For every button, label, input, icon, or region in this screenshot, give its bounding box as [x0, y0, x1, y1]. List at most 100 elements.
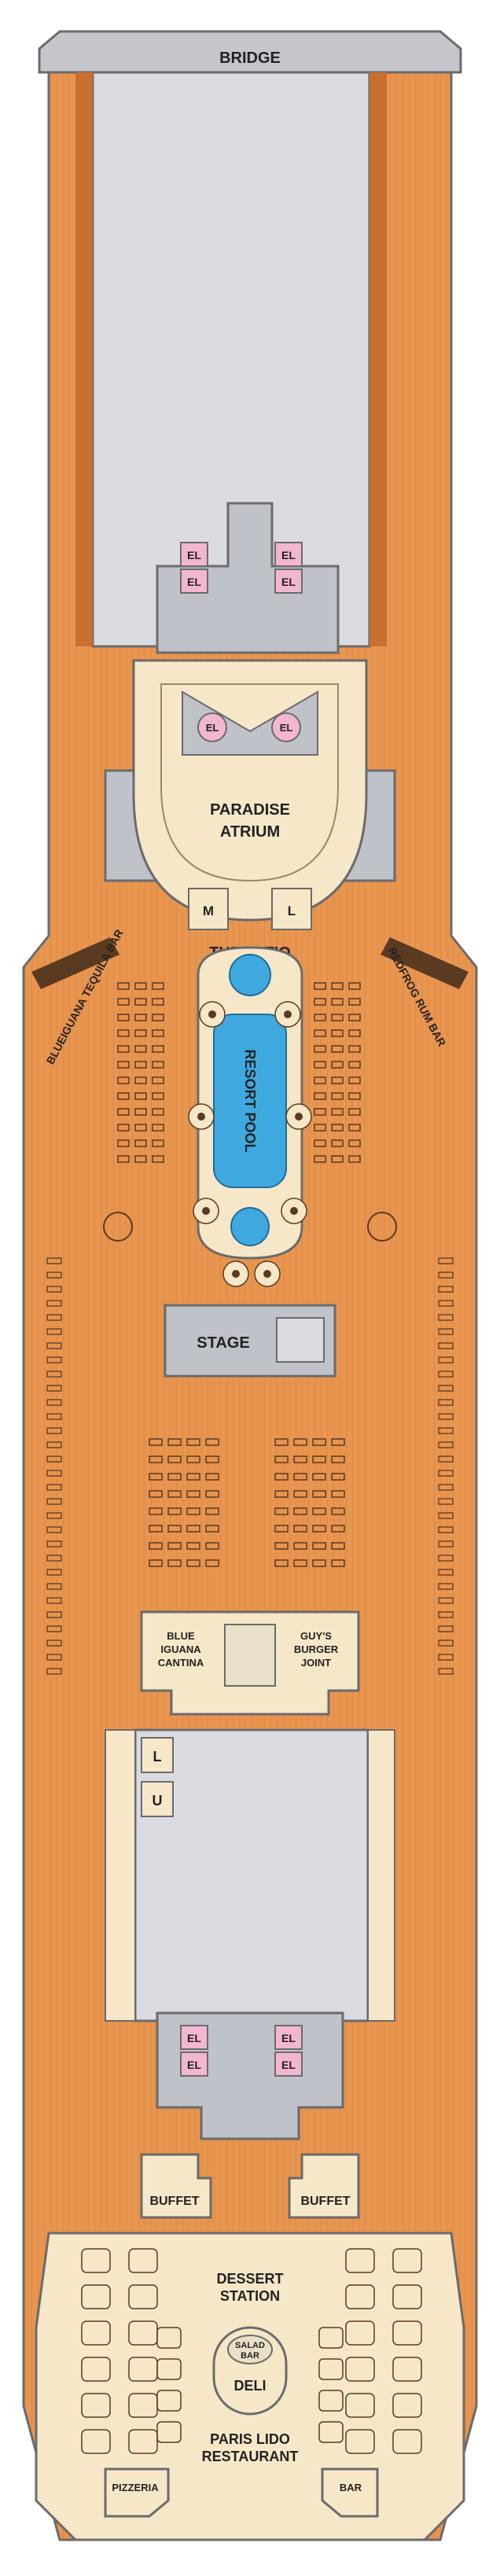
lounger — [331, 982, 344, 990]
lounger — [46, 1413, 62, 1420]
lounger — [117, 1139, 130, 1147]
lounger — [152, 1108, 164, 1116]
lounger — [46, 1555, 62, 1562]
lounger — [149, 1455, 163, 1463]
palm-tree-icon — [208, 1010, 216, 1018]
pizzeria-label: PIZZERIA — [112, 2482, 159, 2493]
dining-table — [318, 2327, 344, 2349]
aft-elevator-bank: EL EL EL EL — [156, 2011, 344, 2140]
lounger — [331, 1525, 345, 1533]
lounger — [438, 1271, 454, 1279]
dining-table — [128, 2284, 158, 2309]
lounger — [46, 1300, 62, 1307]
lounger — [312, 1525, 326, 1533]
lounger — [274, 1542, 289, 1550]
resort-pool-label: RESORT POOL — [242, 1049, 258, 1152]
lounger — [314, 1045, 326, 1053]
lounger — [314, 1124, 326, 1132]
patio-restrooms: M L — [188, 888, 312, 930]
lounger — [134, 1045, 147, 1053]
lounger — [348, 1108, 361, 1116]
dining-table — [156, 2421, 182, 2443]
lounger — [438, 1342, 454, 1349]
lounger — [438, 1470, 454, 1477]
lounger — [46, 1441, 62, 1448]
lounger — [134, 998, 147, 1006]
palm-tree-icon — [197, 1113, 205, 1121]
lounger — [331, 1139, 344, 1147]
elevator-label: EL — [187, 2032, 201, 2044]
lounger — [331, 1045, 344, 1053]
lounger — [117, 1045, 130, 1053]
lounger — [167, 1507, 182, 1515]
dining-table — [345, 2393, 375, 2418]
aft-bar: BAR — [321, 2467, 379, 2518]
dining-table — [81, 2248, 111, 2273]
lounger — [438, 1257, 454, 1264]
lounger — [331, 1108, 344, 1116]
lounger — [46, 1314, 62, 1321]
lounger — [438, 1526, 454, 1533]
food-stands: BLUE IGUANA CANTINA GUY'S BURGER JOINT — [140, 1610, 360, 1716]
lounger — [149, 1525, 163, 1533]
lounger — [46, 1498, 62, 1505]
lounger — [331, 1542, 345, 1550]
dessert-station-label-2: STATION — [220, 2288, 280, 2304]
lounger — [331, 1438, 345, 1446]
lounger — [438, 1498, 454, 1505]
lounger — [46, 1427, 62, 1434]
atrium-elevator-label: EL — [280, 722, 293, 734]
lounger — [205, 1455, 219, 1463]
lounger — [152, 1076, 164, 1084]
lounger — [314, 1061, 326, 1069]
lounger — [186, 1542, 200, 1550]
elevator-label: EL — [281, 576, 296, 588]
lounger — [312, 1473, 326, 1481]
lounger — [293, 1473, 307, 1481]
elevator-label: EL — [281, 2059, 296, 2071]
guys-burger-label-1: GUY'S — [300, 1630, 332, 1642]
lounger — [314, 998, 326, 1006]
lounger — [314, 1076, 326, 1084]
lounger — [293, 1559, 307, 1567]
aft-interior: L U — [105, 1728, 395, 2022]
lounger — [167, 1455, 182, 1463]
lounger — [46, 1257, 62, 1264]
lounger — [46, 1625, 62, 1632]
lounger — [438, 1611, 454, 1618]
lounger — [274, 1490, 289, 1498]
lounger — [348, 1124, 361, 1132]
lounger — [186, 1507, 200, 1515]
lounger — [134, 1139, 147, 1147]
paris-lido-label-2: RESTAURANT — [202, 2449, 299, 2464]
lounger — [117, 1029, 130, 1037]
lounger — [438, 1583, 454, 1590]
lounger — [331, 1455, 345, 1463]
lounger — [46, 1328, 62, 1335]
salad-bar-label-1: SALAD — [235, 2341, 265, 2350]
lounger — [205, 1542, 219, 1550]
bridge-label: BRIDGE — [219, 50, 281, 67]
lounger — [205, 1438, 219, 1446]
dining-table — [345, 2320, 375, 2346]
lounger — [438, 1413, 454, 1420]
palm-tree-icon — [290, 1207, 298, 1215]
lounger — [117, 1076, 130, 1084]
lounger — [331, 1473, 345, 1481]
lounger — [46, 1611, 62, 1618]
lounger — [152, 1124, 164, 1132]
dining-table — [345, 2248, 375, 2273]
lounger — [149, 1473, 163, 1481]
paris-lido-restaurant: DESSERT STATION SALAD BAR DELI PARIS LID… — [35, 2232, 465, 2541]
lounger — [186, 1455, 200, 1463]
lounger — [46, 1399, 62, 1406]
lounger — [46, 1583, 62, 1590]
lounger — [438, 1455, 454, 1463]
lounger — [134, 1124, 147, 1132]
deck-furniture — [46, 982, 454, 2454]
lounger — [312, 1438, 326, 1446]
lounger — [117, 1108, 130, 1116]
dining-table — [345, 2357, 375, 2382]
blue-iguana-cantina-label-3: CANTINA — [158, 1657, 204, 1669]
buffet-left: BUFFET — [140, 2153, 212, 2219]
